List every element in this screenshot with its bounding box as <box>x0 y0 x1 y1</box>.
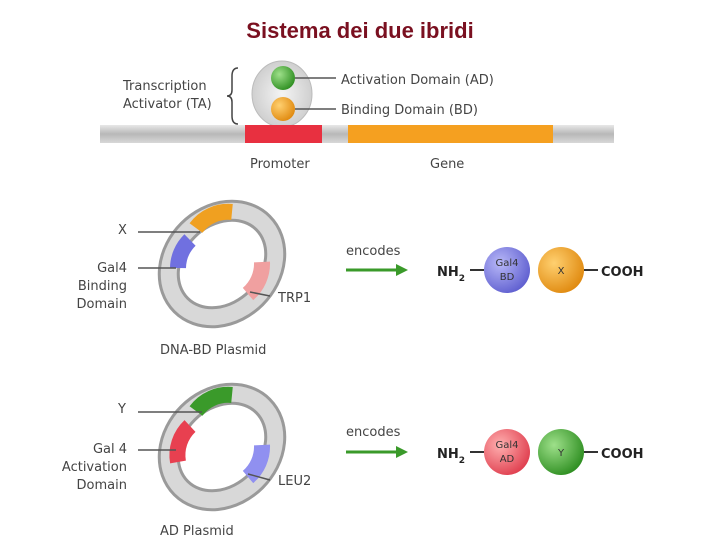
activation-domain-ball <box>271 66 295 90</box>
leu2-leader-line <box>247 473 271 481</box>
gal4-bd-line3: Domain <box>77 297 127 312</box>
y-label: Y <box>117 402 126 417</box>
encodes-arrowhead-1 <box>396 264 408 276</box>
gal4-ad-line3: Domain <box>77 478 127 493</box>
ta-label-line2: Activator (TA) <box>123 97 212 112</box>
leu2-label: LEU2 <box>278 474 311 489</box>
ad-plasmid <box>157 382 287 512</box>
gal4-bd-ball <box>484 247 530 293</box>
gene-label: Gene <box>430 157 464 172</box>
x-label: X <box>118 223 127 238</box>
encodes-label-2: encodes <box>346 425 401 440</box>
ad-segment <box>169 420 196 464</box>
leu2-segment <box>242 444 270 484</box>
encodes-label-1: encodes <box>346 244 401 259</box>
nh2-label-2: NH2 <box>437 447 465 466</box>
gal4-ad-ball <box>484 429 530 475</box>
ad-label: Activation Domain (AD) <box>341 73 494 88</box>
x-insert-segment <box>189 203 233 234</box>
encodes-arrowhead-2 <box>396 446 408 458</box>
trp1-label: TRP1 <box>277 291 311 306</box>
y-insert-segment <box>189 386 233 417</box>
gal4-bd-ball-line1: Gal4 <box>495 258 518 269</box>
gal4-ad-ball-line2: AD <box>500 454 515 465</box>
binding-domain-ball <box>271 97 295 121</box>
cooh-label-2: COOH <box>601 447 644 462</box>
trp1-segment <box>242 261 270 301</box>
gal4-ad-ball-line1: Gal4 <box>495 440 518 451</box>
gal4-bd-line2: Binding <box>78 279 127 294</box>
trp1-leader-line <box>249 291 271 297</box>
dna-bd-plasmid <box>157 199 287 329</box>
gal4-ad-line1: Gal 4 <box>93 442 127 457</box>
gal4-bd-ball-line2: BD <box>500 272 515 283</box>
bd-label: Binding Domain (BD) <box>341 103 478 118</box>
y-protein-ball <box>538 429 584 475</box>
gal4-ad-line2: Activation <box>62 460 127 475</box>
promoter-label: Promoter <box>250 157 310 172</box>
gal4-bd-line1: Gal4 <box>97 261 127 276</box>
bd-segment <box>170 234 196 269</box>
x-ball-label: X <box>558 266 565 277</box>
promoter-region <box>245 125 322 143</box>
x-protein-ball <box>538 247 584 293</box>
cooh-label-1: COOH <box>601 265 644 280</box>
bd-plasmid-name: DNA-BD Plasmid <box>160 343 266 358</box>
nh2-label-1: NH2 <box>437 265 465 284</box>
ta-label-line1: Transcription <box>122 79 207 94</box>
ta-brace <box>226 67 239 125</box>
y-ball-label: Y <box>557 448 565 459</box>
gene-region <box>348 125 553 143</box>
ad-plasmid-name: AD Plasmid <box>160 524 234 539</box>
slide-title: Sistema dei due ibridi <box>246 18 474 43</box>
